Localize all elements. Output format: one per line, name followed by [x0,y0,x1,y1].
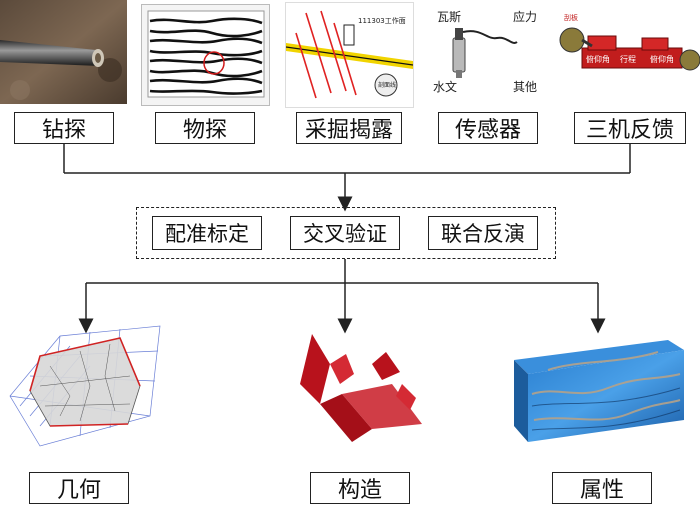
process-joint-inversion-label: 联合反演 [441,222,525,246]
sensor-hydro-label: 水文 [433,80,458,94]
process-registration-label: 配准标定 [165,222,249,246]
sensor-gas-label: 瓦斯 [437,10,462,24]
workface-title: 111303工作面 [358,16,406,25]
3d-surface-mesh-icon [0,316,170,456]
shearer-scraper: 刮板 [564,13,578,22]
sensor-device-icon: 瓦斯 应力 水文 其他 [427,0,554,104]
source-geophysics-label: 物探 [182,118,227,143]
output-structure-label: 构造 [337,478,382,503]
output-attribute-box: 属性 [552,472,652,504]
shearer-travel: 行程 [620,54,636,64]
processing-group [136,207,556,259]
seismic-profile-icon [141,4,270,106]
source-drilling-label: 钻探 [41,118,86,143]
output-attribute-label: 属性 [579,478,624,503]
source-excavation-box: 采掘揭露 [296,112,402,144]
process-registration: 配准标定 [152,216,262,250]
sensor-other-label: 其他 [513,80,538,94]
fault-structure-icon [282,324,432,454]
source-drilling-box: 钻探 [14,112,114,144]
source-sensor-label: 传感器 [454,118,521,143]
profile-line-label: 剖面线 [378,81,396,89]
mine-workface-map-icon: 111303工作面 剖面线 [285,2,414,108]
shearer-angle-a: 俯仰角 [586,54,610,64]
shearer-machine-icon: 俯仰角 行程 俯仰角 刮板 [558,0,700,104]
source-shearer-box: 三机反馈 [574,112,686,144]
source-excavation-label: 采掘揭露 [304,118,393,143]
source-sensor-box: 传感器 [438,112,538,144]
process-joint-inversion: 联合反演 [428,216,538,250]
source-shearer-label: 三机反馈 [585,118,674,143]
output-geometry-label: 几何 [56,478,101,503]
shearer-angle-b: 俯仰角 [650,54,674,64]
output-structure-box: 构造 [310,472,410,504]
drill-rod-photo-icon [0,0,127,104]
source-geophysics-box: 物探 [155,112,255,144]
sensor-stress-label: 应力 [513,10,538,24]
process-cross-validation: 交叉验证 [290,216,400,250]
process-cross-validation-label: 交叉验证 [303,222,387,246]
output-geometry-box: 几何 [29,472,129,504]
attribute-volume-icon [508,330,690,452]
